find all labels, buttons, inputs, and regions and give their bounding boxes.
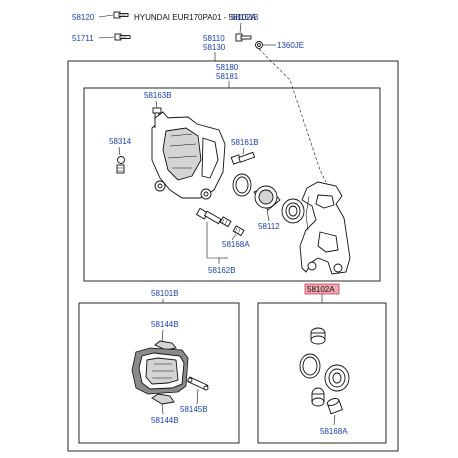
label-58102a[interactable]: 58102A [307, 285, 335, 294]
caliper-bracket[interactable] [299, 181, 351, 275]
bushing-58168a[interactable] [219, 216, 232, 228]
pad-clip-58145b[interactable] [187, 376, 209, 391]
bolt-51711[interactable] [114, 33, 131, 41]
label-58120[interactable]: 58120 [72, 13, 95, 22]
label-58144b-top[interactable]: 58144B [151, 320, 179, 329]
diagram-title: HYUNDAI EUR170PA01 - 58102A [134, 13, 257, 22]
label-58162b[interactable]: 58162B [208, 266, 236, 275]
label-58130[interactable]: 58130 [203, 43, 226, 52]
washer-1360je[interactable] [255, 41, 263, 49]
label-58181[interactable]: 58181 [216, 72, 239, 81]
label-58314[interactable]: 58314 [109, 137, 132, 146]
label-58112[interactable]: 58112 [258, 222, 280, 231]
guide-boot-58168a-right[interactable] [326, 397, 343, 415]
caliper-assembly-frame [67, 60, 399, 452]
piston-58112[interactable] [253, 185, 281, 211]
pad-kit-frame [78, 302, 240, 444]
label-58145b[interactable]: 58145B [180, 405, 208, 414]
label-58163b[interactable]: 58163B [144, 91, 172, 100]
guide-bolt-58162b[interactable] [195, 207, 222, 225]
seal-kit-frame [257, 302, 387, 444]
label-58161b[interactable]: 58161B [231, 138, 259, 147]
label-58168a-bottom[interactable]: 58168A [320, 427, 348, 436]
guide-boot-58168a-top[interactable] [310, 327, 326, 345]
pad-spring-58144b-bottom[interactable] [151, 393, 175, 405]
label-58110[interactable]: 58110 [203, 34, 225, 43]
caliper-housing[interactable] [151, 111, 226, 200]
label-1360je[interactable]: 1360JE [277, 41, 304, 50]
piston-seal-58112[interactable] [232, 173, 252, 197]
guide-boot-58168a-left[interactable] [311, 387, 325, 407]
piston-boot[interactable] [281, 198, 305, 224]
dust-cap-58314[interactable] [116, 156, 125, 174]
brake-pads-58101b[interactable] [131, 347, 189, 395]
label-58168a-top[interactable]: 58168A [222, 240, 250, 249]
label-58144b-bottom[interactable]: 58144B [151, 416, 179, 425]
piston-boot-kit[interactable] [324, 364, 350, 392]
label-58151b[interactable]: 58151B [231, 13, 259, 22]
bushing-58168a-second[interactable] [232, 225, 245, 237]
label-58180[interactable]: 58180 [216, 63, 239, 72]
label-58101b[interactable]: 58101B [151, 289, 179, 298]
guide-pin-58161b[interactable] [230, 151, 256, 165]
bleeder-bolt-58151b[interactable] [235, 33, 252, 42]
piston-seal-ring-kit[interactable] [299, 353, 321, 379]
caliper-body-frame [83, 87, 381, 282]
bolt-58120[interactable] [113, 11, 129, 19]
label-51711[interactable]: 51711 [72, 34, 94, 43]
